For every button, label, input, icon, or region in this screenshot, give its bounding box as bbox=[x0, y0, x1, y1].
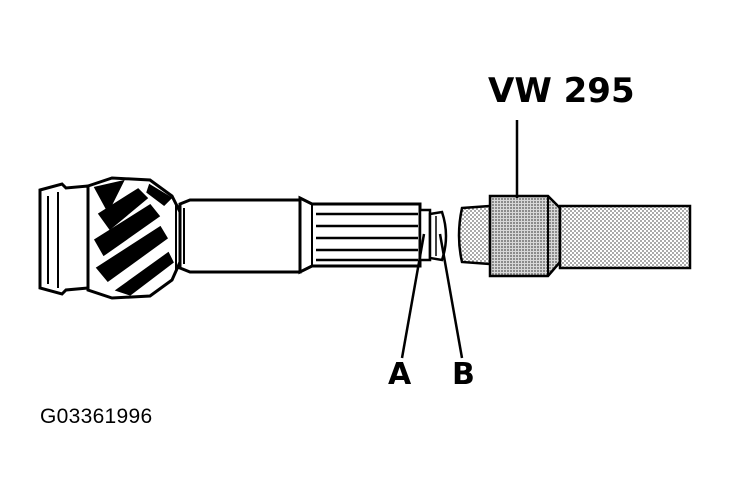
tool-label: VW 295 bbox=[488, 71, 635, 111]
vw295-tool bbox=[457, 194, 692, 278]
figure-id: G03361996 bbox=[40, 405, 153, 428]
callout-a-label: A bbox=[388, 357, 412, 392]
leader-b bbox=[438, 233, 464, 359]
leader-lines bbox=[400, 120, 519, 359]
callout-b-label: B bbox=[452, 357, 475, 392]
pinion-gear bbox=[38, 176, 182, 300]
shaft-body bbox=[178, 198, 302, 274]
splined-section bbox=[298, 195, 422, 275]
leader-a bbox=[400, 233, 426, 359]
